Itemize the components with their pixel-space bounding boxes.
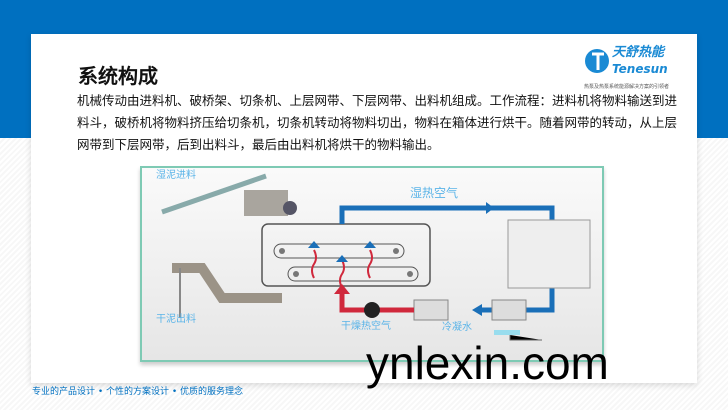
feeder-conveyor	[161, 173, 297, 216]
page-title: 系统构成	[78, 64, 158, 88]
description: 机械传动由进料机、破桥架、切条机、上层网带、下层网带、出料机组成。工作流程：进料…	[77, 93, 678, 152]
logo-cn: 天舒热能	[612, 45, 665, 60]
lower-belt	[287, 266, 419, 282]
diagram-graphics	[161, 173, 591, 341]
humid-air-arrow	[486, 202, 494, 214]
dryer-box	[261, 223, 431, 287]
upper-belt	[273, 243, 405, 259]
slide-card: 系统构成 天舒热能 Tenesun 热泵及热泵系统能源解决方案的引领者 机械传动…	[31, 34, 697, 383]
dry-air-pipe	[339, 292, 414, 313]
fan-icon	[364, 302, 380, 318]
label-dry-out: 干泥出料	[156, 314, 196, 325]
logo-en: Tenesun	[612, 62, 668, 76]
label-wet-in: 湿泥进料	[156, 170, 196, 181]
label-condensate: 冷凝水	[442, 322, 472, 333]
logo-tagline: 热泵及热泵系统能源解决方案的引领者	[584, 84, 670, 90]
discharge-conveyor	[172, 263, 282, 318]
label-humid-air: 湿热空气	[410, 186, 459, 200]
evaporator	[491, 299, 527, 321]
condenser	[413, 299, 449, 321]
footer-slogan: 专业的产品设计 • 个性的方案设计 • 优质的服务理念	[32, 387, 244, 397]
label-dry-air: 干燥热空气	[341, 321, 391, 332]
watermark: ynlexin.com	[366, 337, 609, 389]
logo: 天舒热能 Tenesun 热泵及热泵系统能源解决方案的引领者	[584, 46, 684, 98]
condensate-tray	[494, 330, 520, 335]
process-diagram: 湿泥进料 干泥出料 湿热空气 干燥热空气 冷凝水	[140, 166, 604, 362]
heat-pump-unit	[507, 219, 591, 289]
logo-icon	[585, 49, 609, 73]
